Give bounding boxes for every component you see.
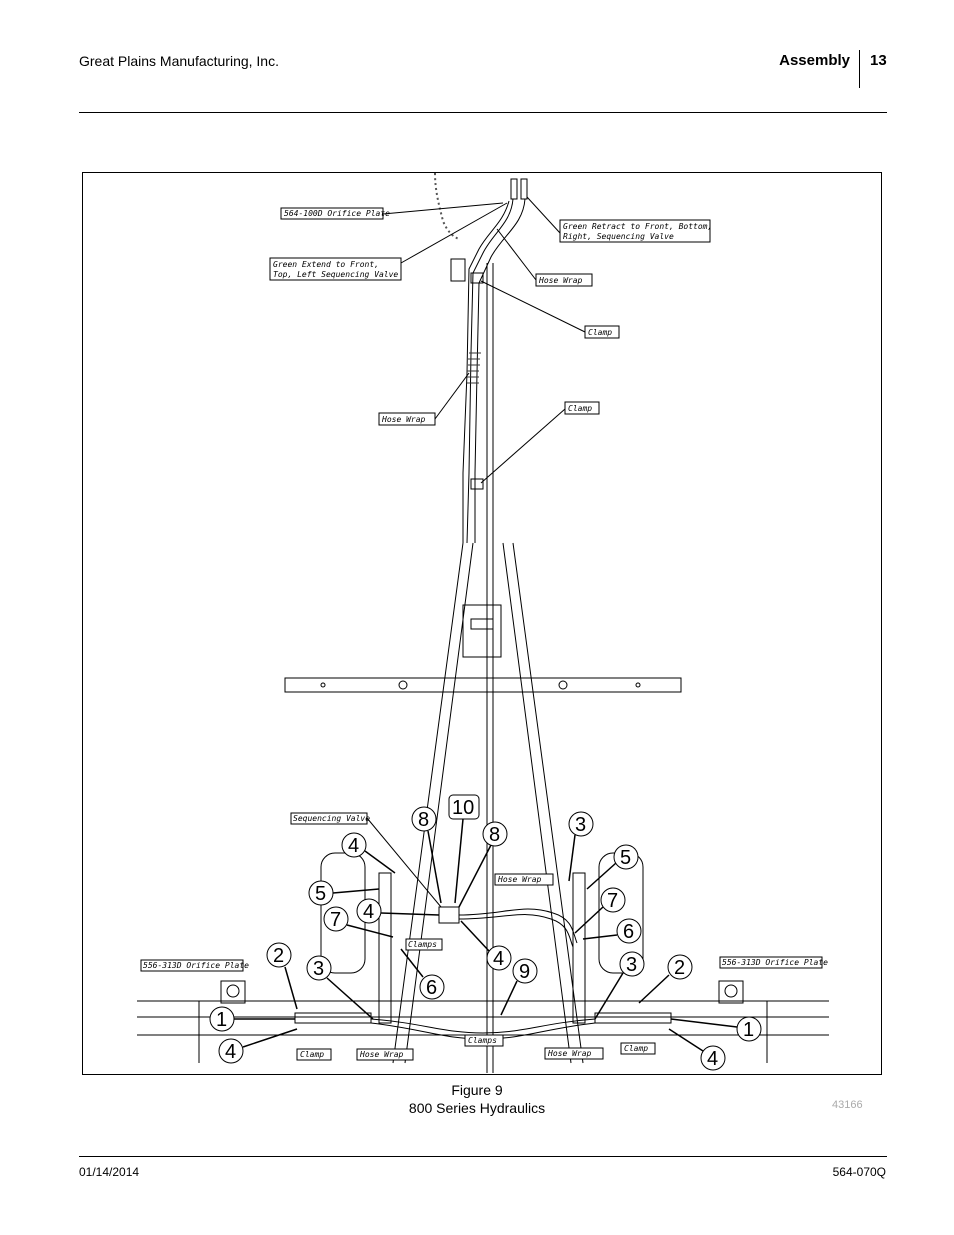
- company-name: Great Plains Manufacturing, Inc.: [79, 53, 279, 69]
- hub-left: [220, 980, 246, 1004]
- cylinder-left: [378, 872, 392, 1024]
- callout-1a: 1: [216, 1009, 227, 1031]
- lower-hoses: [370, 1018, 596, 1034]
- coupler-right: [520, 178, 528, 200]
- hub-right: [718, 980, 744, 1004]
- figure-caption-title: 800 Series Hydraulics: [408, 1100, 546, 1116]
- label-hose-wrap-top: Hose Wrap: [538, 276, 583, 285]
- hose-right-loop-2: [458, 914, 574, 948]
- drawing-labels: 564-100D Orifice Plate Green Retract to …: [140, 196, 828, 1061]
- callout-1b: 1: [743, 1019, 754, 1041]
- callout-4d: 4: [225, 1041, 236, 1063]
- label-green-retract-1: Green Retract to Front, Bottom,: [563, 222, 712, 231]
- footer-rule: [79, 1156, 887, 1157]
- mid-clamp: [470, 478, 484, 490]
- footer-doc-number: 564-070Q: [832, 1165, 886, 1179]
- header-separator: [859, 50, 860, 88]
- callout-3c: 3: [626, 954, 637, 976]
- bar-hole: [398, 680, 408, 690]
- label-clamps-bottom: Clamps: [468, 1036, 497, 1045]
- page-number: 13: [870, 52, 887, 69]
- callout-4e: 4: [707, 1048, 718, 1070]
- footer-date: 01/14/2014: [79, 1165, 140, 1179]
- label-clamp-bottom-left: Clamp: [300, 1050, 324, 1059]
- label-clamps-center: Clamps: [408, 940, 437, 949]
- callout-7b: 7: [607, 890, 618, 912]
- label-hose-wrap-bottom-right: Hose Wrap: [547, 1049, 592, 1058]
- bar-hole: [320, 682, 326, 688]
- coupler-left: [510, 178, 518, 200]
- top-valve-block: [450, 258, 466, 282]
- callout-4c: 4: [493, 948, 504, 970]
- cross-bar: [284, 677, 682, 693]
- label-green-retract-2: Right, Sequencing Valve: [563, 232, 674, 241]
- callout-8b: 8: [489, 824, 500, 846]
- callout-8a: 8: [418, 809, 429, 831]
- cylinder-right: [572, 872, 586, 1024]
- section-title: Assembly: [779, 52, 850, 69]
- callout-6a: 6: [623, 921, 634, 943]
- center-valve: [438, 906, 460, 924]
- a-frame-right: [502, 542, 584, 1064]
- label-hose-wrap-mid: Hose Wrap: [381, 415, 426, 424]
- hose-bundle-upper: [466, 198, 514, 544]
- callout-9: 9: [519, 961, 530, 983]
- top-clamp: [470, 272, 484, 284]
- callout-2a: 2: [273, 945, 284, 967]
- label-green-extend-2: Top, Left Sequencing Valve: [273, 270, 398, 279]
- hub-right-bolt: [724, 984, 738, 998]
- hydraulics-drawing: 564-100D Orifice Plate Green Retract to …: [137, 173, 829, 1073]
- label-hose-wrap-center: Hose Wrap: [497, 875, 542, 884]
- callout-7a: 7: [330, 909, 341, 931]
- hose-bundle-upper-3: [462, 200, 510, 543]
- label-orifice-top: 564-100D Orifice Plate: [284, 209, 390, 218]
- hose-right-loop: [458, 908, 578, 944]
- control-box-window: [470, 618, 494, 630]
- label-orifice-right: 556-313D Orifice Plate: [722, 958, 828, 967]
- control-box: [462, 604, 502, 658]
- header-rule: [79, 112, 887, 113]
- callout-6b: 6: [426, 977, 437, 999]
- hose-bundle-upper-2: [474, 198, 526, 543]
- callout-2b: 2: [674, 957, 685, 979]
- label-clamp-bottom-right: Clamp: [624, 1044, 648, 1053]
- hub-left-bolt: [226, 984, 240, 998]
- hydraulics-figure: 564-100D Orifice Plate Green Retract to …: [82, 172, 882, 1075]
- drawing-number: 43166: [832, 1099, 863, 1111]
- a-frame-left: [392, 542, 474, 1064]
- label-green-extend-1: Green Extend to Front,: [273, 260, 379, 269]
- callout-4b: 4: [363, 901, 374, 923]
- lower-cylinder-left: [294, 1012, 372, 1024]
- label-sequencing-valve: Sequencing Valve: [293, 814, 370, 823]
- label-hose-wrap-bottom-left: Hose Wrap: [359, 1050, 404, 1059]
- callout-numbers: 10 8 8 3 4 5 5 4 7: [209, 794, 762, 1071]
- label-clamp-top: Clamp: [588, 328, 612, 337]
- callout-10: 10: [452, 797, 474, 819]
- callout-3a: 3: [575, 814, 586, 836]
- label-clamp-mid: Clamp: [568, 404, 592, 413]
- figure-caption-number: Figure 9: [451, 1082, 503, 1098]
- bar-hole: [558, 680, 568, 690]
- hose-wrap-mid: [467, 352, 481, 384]
- lower-cylinder-right: [594, 1012, 672, 1024]
- callout-5b: 5: [315, 883, 326, 905]
- callout-4a: 4: [348, 835, 359, 857]
- callout-5a: 5: [620, 847, 631, 869]
- label-orifice-left: 556-313D Orifice Plate: [143, 961, 249, 970]
- callout-3b: 3: [313, 958, 324, 980]
- safety-chain: [434, 173, 460, 240]
- bar-hole: [635, 682, 641, 688]
